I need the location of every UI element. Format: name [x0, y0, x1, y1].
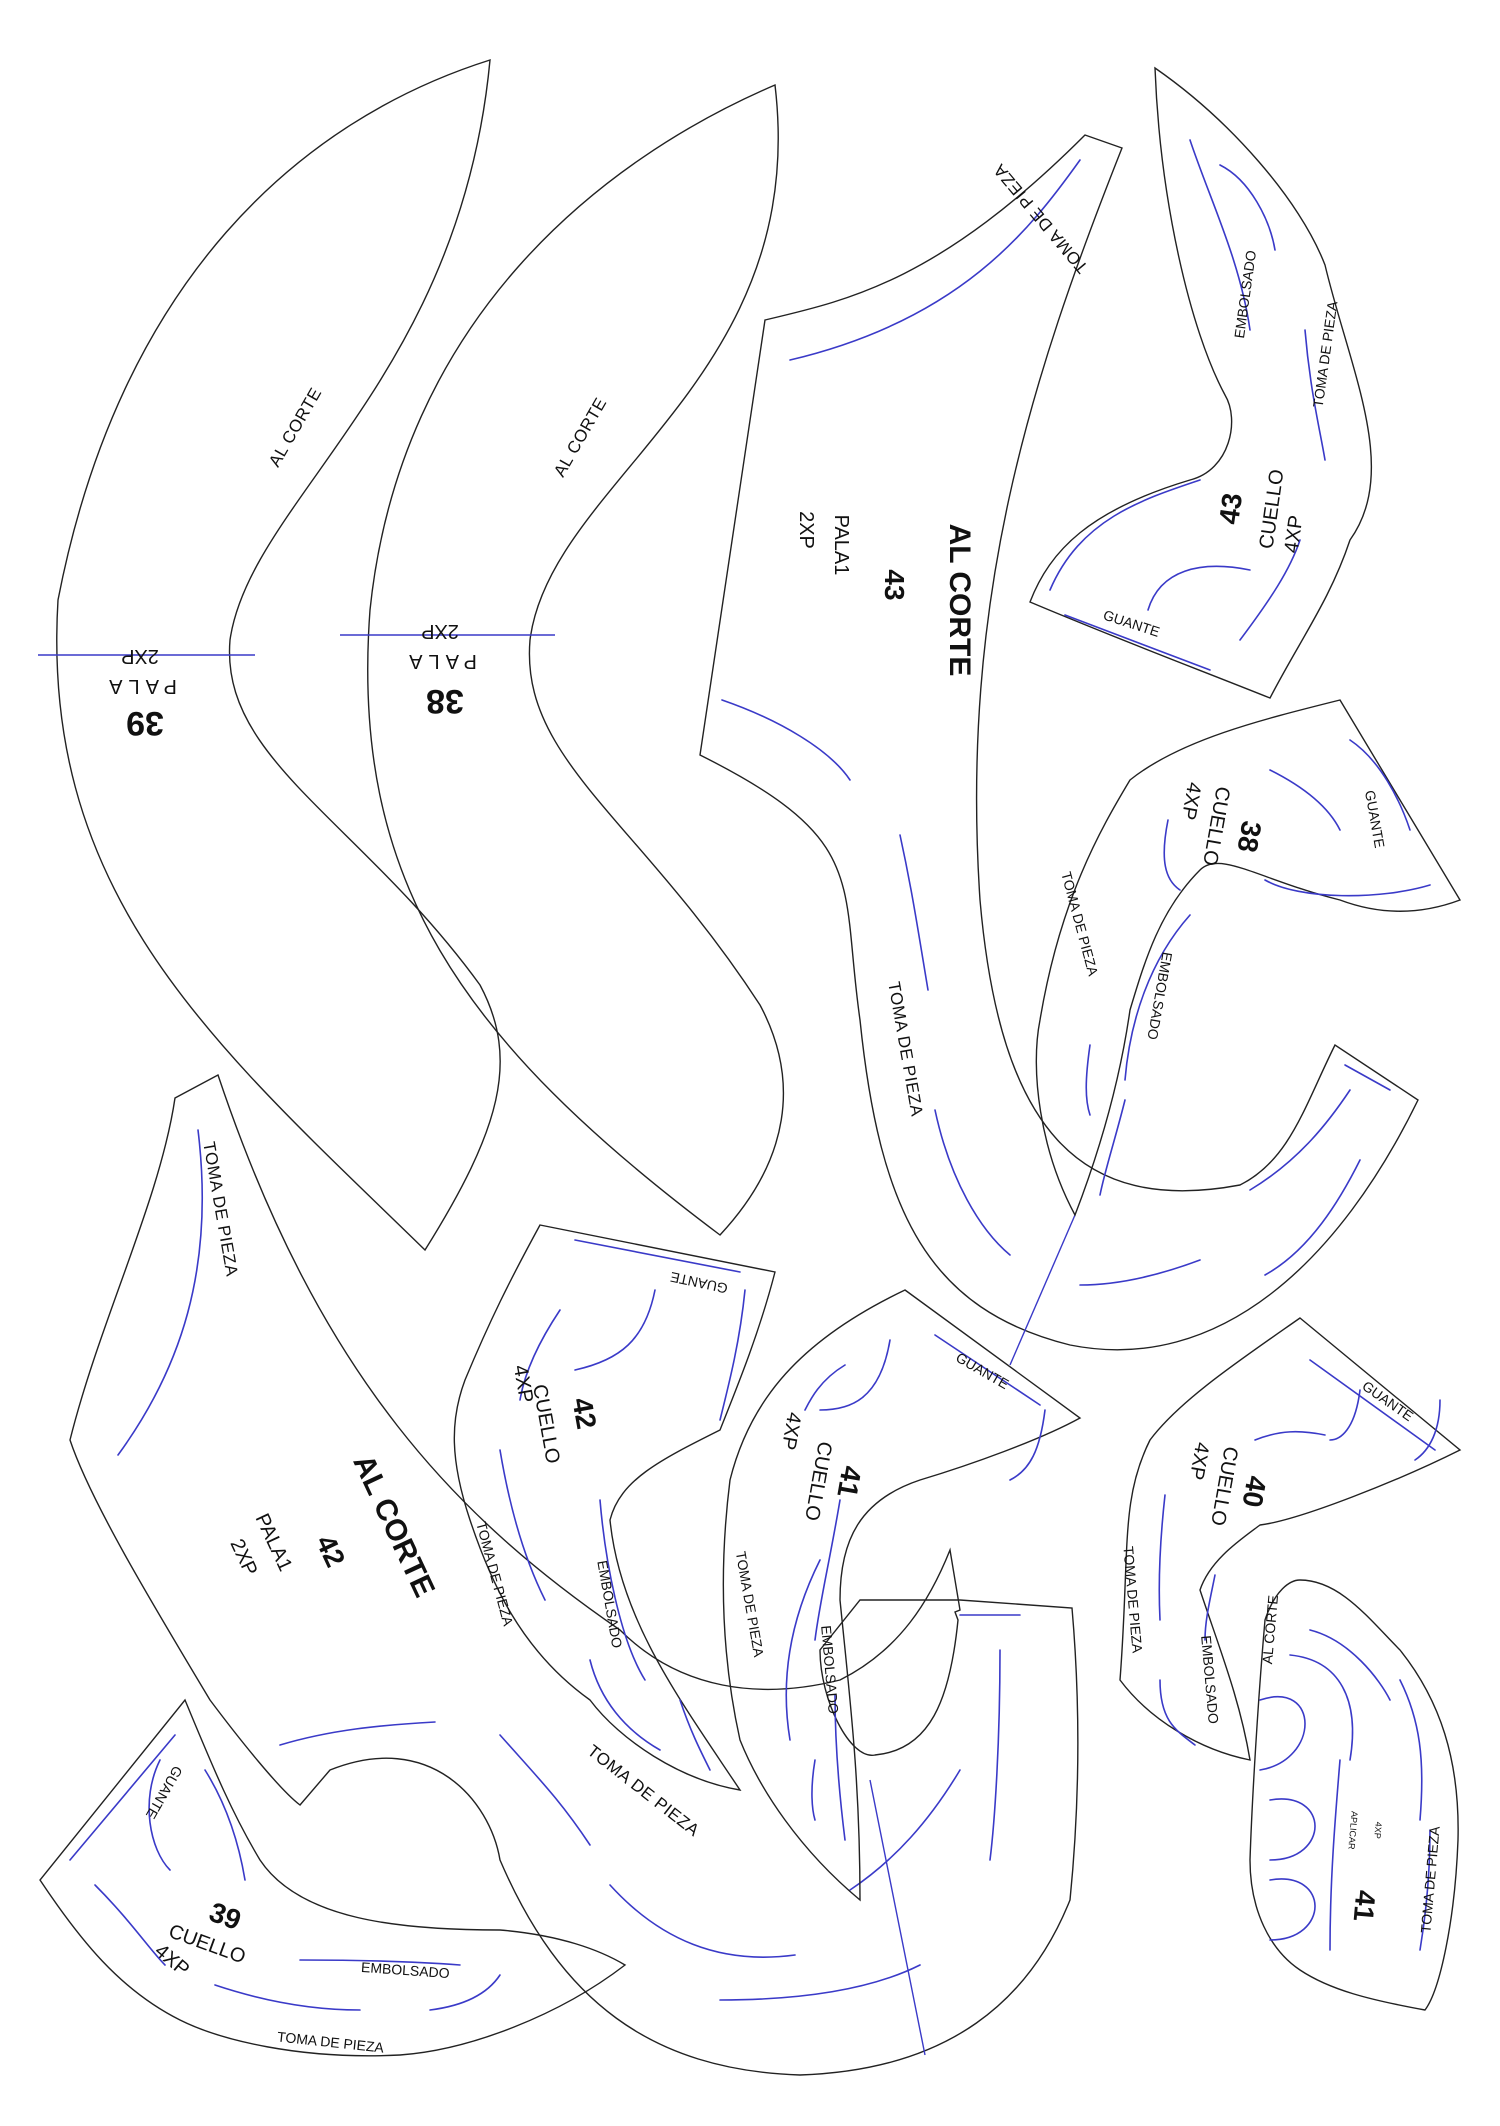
- piece-pala-38: AL CORTE 2XP PALA 38: [340, 83, 784, 1236]
- piece-cuello-38: GUANTE 38 CUELLO 4XP TOMA DE PIEZA EMBOL…: [1035, 699, 1462, 1217]
- piece-kind-label: PALA: [403, 650, 477, 672]
- qty-label: 2XP: [121, 645, 159, 667]
- piece-kind-label: PALA: [103, 675, 177, 697]
- qty-label: 4XP: [1281, 514, 1308, 555]
- toma-de-pieza-label: TOMA DE PIEZA: [1310, 300, 1341, 409]
- guante-label: GUANTE: [953, 1349, 1012, 1392]
- toma-de-pieza-label: TOMA DE PIEZA: [733, 1550, 767, 1659]
- qty-label: 2XP: [421, 620, 459, 642]
- piece-cuello-40: GUANTE 40 CUELLO 4XP TOMA DE PIEZA EMBOL…: [1119, 1317, 1462, 1761]
- grain-line: [869, 1779, 926, 2056]
- piece-aplicar-41: AL CORTE APLICAR 4XP 41 TOMA DE PIEZA: [1249, 1579, 1459, 2011]
- qty-label: 4XP: [1372, 1821, 1383, 1839]
- piece-cuello-43: EMBOLSADO TOMA DE PIEZA 43 CUELLO 4XP GU…: [1029, 66, 1372, 699]
- embolsado-label: EMBOLSADO: [361, 1959, 451, 1981]
- qty-label: 4XP: [509, 1363, 537, 1404]
- grain-line: [1009, 1214, 1076, 1366]
- qty-label: 2XP: [795, 511, 817, 549]
- toma-de-pieza-label: TOMA DE PIEZA: [199, 1140, 241, 1278]
- piece-number: 38: [426, 682, 464, 720]
- al-corte-label: AL CORTE: [346, 1450, 440, 1602]
- embolsado-label: EMBOLSADO: [818, 1625, 842, 1715]
- al-corte-label: AL CORTE: [943, 524, 976, 677]
- toma-de-pieza-label: TOMA DE PIEZA: [884, 980, 926, 1118]
- piece-cuello-41: GUANTE 41 CUELLO 4XP TOMA DE PIEZA EMBOL…: [722, 1289, 1082, 1902]
- al-corte-label: AL CORTE: [265, 384, 326, 470]
- guante-label: GUANTE: [1362, 789, 1388, 849]
- piece-number: 40: [1236, 1474, 1272, 1510]
- toma-de-pieza-label: TOMA DE PIEZA: [1058, 870, 1101, 978]
- piece-number: 42: [310, 1530, 351, 1571]
- toma-de-pieza-label: TOMA DE PIEZA: [1417, 1825, 1442, 1934]
- piece-number: 43: [879, 569, 910, 600]
- piece-number: 43: [1213, 491, 1248, 526]
- embolsado-label: EMBOLSADO: [1144, 951, 1175, 1041]
- guante-label: GUANTE: [669, 1269, 729, 1297]
- qty-label: 4XP: [777, 1411, 805, 1452]
- piece-number: 41: [831, 1464, 867, 1500]
- piece-kind-label: CUELLO: [800, 1440, 836, 1523]
- embolsado-label: EMBOLSADO: [1198, 1635, 1222, 1725]
- qty-label: 2XP: [225, 1536, 261, 1580]
- piece-number: 42: [566, 1395, 602, 1431]
- qty-label: 4XP: [1185, 1441, 1213, 1482]
- al-corte-label: AL CORTE: [1259, 1594, 1281, 1664]
- piece-number: 38: [1231, 819, 1267, 855]
- piece-kind-label: PALA1: [830, 515, 852, 576]
- aplicar-label: APLICAR: [1346, 1811, 1359, 1851]
- piece-number: 39: [126, 704, 164, 742]
- qty-label: 4XP: [1177, 781, 1205, 822]
- toma-de-pieza-label: TOMA DE PIEZA: [584, 1741, 703, 1840]
- al-corte-label: AL CORTE: [550, 394, 611, 480]
- piece-cuello-39: GUANTE 39 CUELLO 4XP EMBOLSADO TOMA DE P…: [39, 1698, 627, 2057]
- piece-number: 39: [205, 1896, 245, 1936]
- piece-number: 41: [1348, 1889, 1382, 1923]
- toma-de-pieza-label: TOMA DE PIEZA: [473, 1520, 516, 1628]
